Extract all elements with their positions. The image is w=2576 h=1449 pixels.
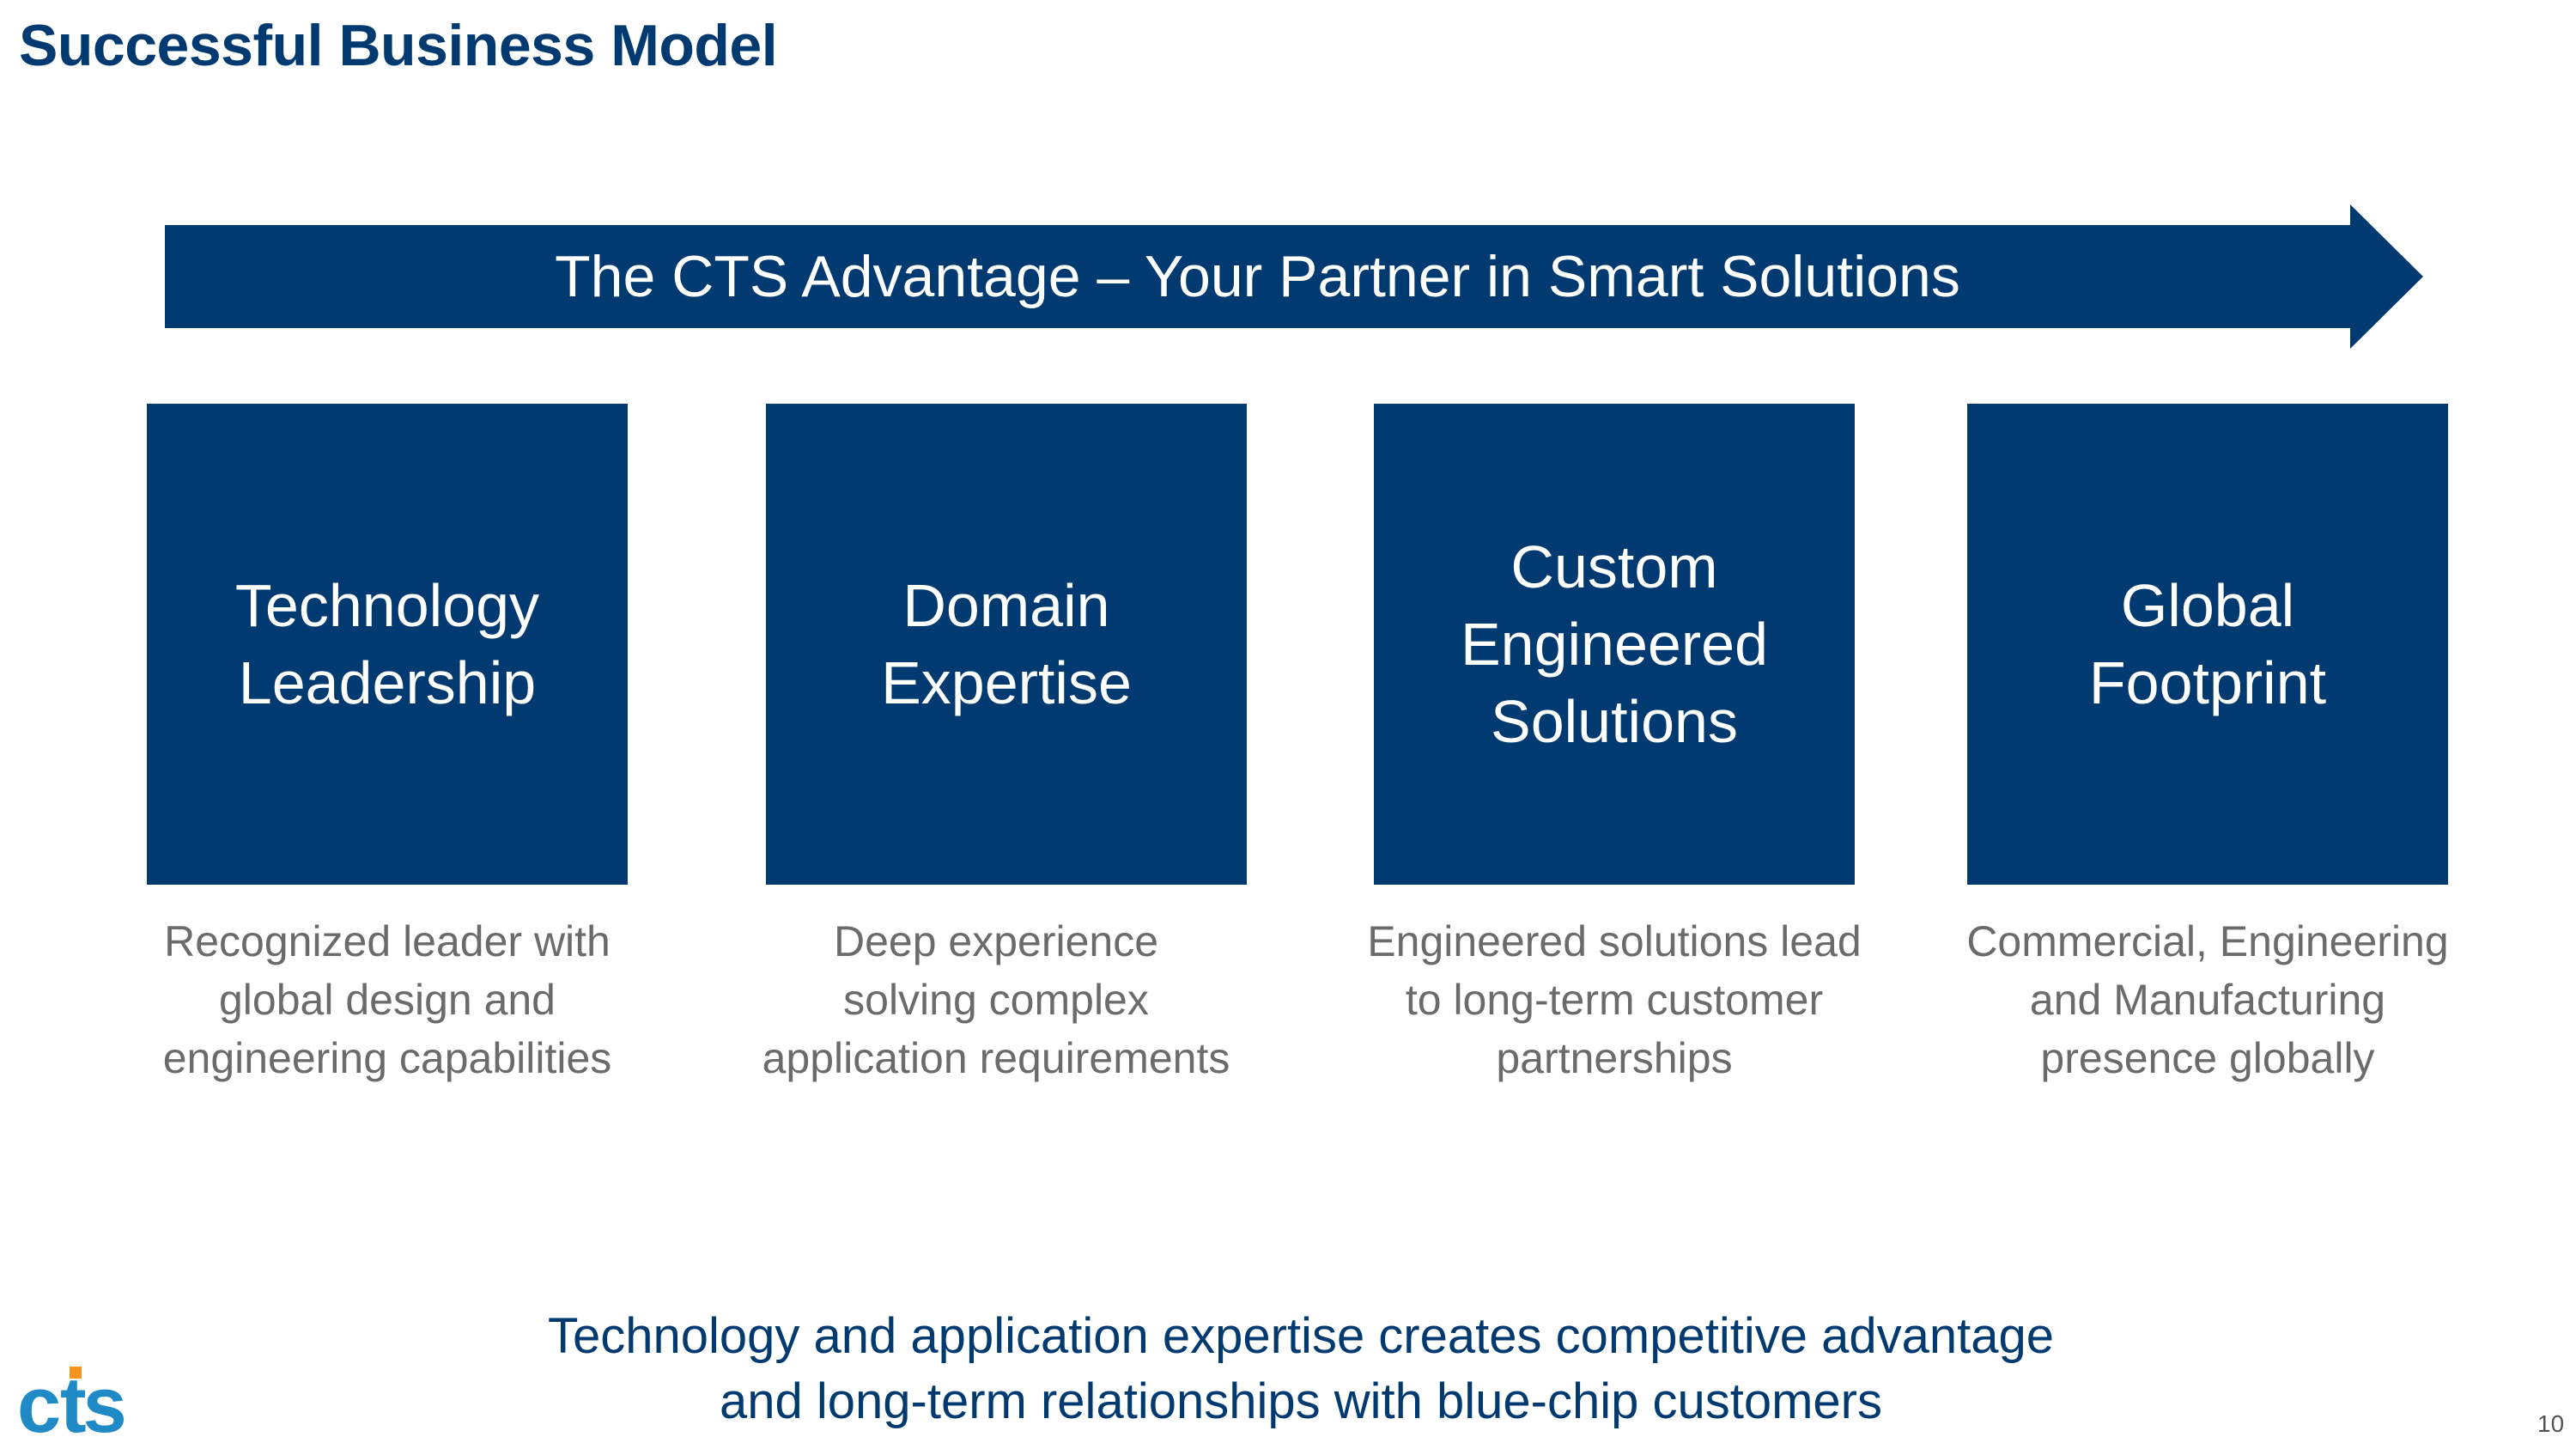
pillar-box-technology-leadership: Technology Leadership: [147, 404, 628, 885]
pillar-title-line: Expertise: [881, 649, 1132, 716]
pillar-description-line: solving complex: [843, 976, 1149, 1024]
pillar-box-custom-engineered-solutions: Custom Engineered Solutions: [1374, 404, 1855, 885]
banner-text: The CTS Advantage – Your Partner in Smar…: [555, 244, 1960, 309]
pillar-description-line: application requirements: [762, 1034, 1230, 1082]
pillar-description-line: partnerships: [1496, 1034, 1733, 1082]
pillar-description-line: and Manufacturing: [2029, 976, 2386, 1024]
pillar-title-line: Domain: [902, 572, 1110, 639]
pillar-description-global-footprint: Commercial, Engineering and Manufacturin…: [1933, 912, 2482, 1087]
svg-text:c: c: [17, 1361, 59, 1439]
cts-logo-icon: c ts: [17, 1361, 128, 1439]
pillar-title-line: Custom: [1510, 533, 1718, 600]
pillar-title-line: Technology: [234, 572, 540, 639]
pillar-description-line: Commercial, Engineering: [1966, 917, 2449, 965]
tagline-line: and long-term relationships with blue-ch…: [720, 1373, 1882, 1429]
pillar-title-line: Footprint: [2088, 649, 2327, 716]
banner-arrow: [165, 204, 2423, 349]
pillar-description-line: Recognized leader with: [164, 917, 611, 965]
slide-title: Successful Business Model: [19, 13, 778, 78]
pillar-box-domain-expertise: Domain Expertise: [766, 404, 1247, 885]
tagline: Technology and application expertise cre…: [326, 1304, 2275, 1434]
pillar-description-custom-engineered-solutions: Engineered solutions lead to long-term c…: [1340, 912, 1889, 1087]
pillar-title-line: Global: [2120, 572, 2295, 639]
pillar-title-line: Solutions: [1491, 688, 1738, 755]
pillar-description-domain-expertise: Deep experience solving complex applicat…: [721, 912, 1271, 1087]
pillar-title-line: Engineered: [1460, 611, 1769, 678]
pillar-description-line: Engineered solutions lead: [1367, 917, 1862, 965]
pillar-description-line: to long-term customer: [1405, 976, 1824, 1024]
pillar-title-line: Leadership: [238, 649, 537, 716]
pillar-description-line: engineering capabilities: [162, 1034, 612, 1082]
pillar-description-technology-leadership: Recognized leader with global design and…: [112, 912, 662, 1087]
pillar-description-line: Deep experience: [833, 917, 1159, 965]
pillar-description-line: global design and: [219, 976, 556, 1024]
tagline-line: Technology and application expertise cre…: [548, 1308, 2054, 1364]
pillar-description-line: presence globally: [2040, 1034, 2375, 1082]
page-number: 10: [2537, 1410, 2565, 1437]
pillar-box-global-footprint: Global Footprint: [1967, 404, 2448, 885]
